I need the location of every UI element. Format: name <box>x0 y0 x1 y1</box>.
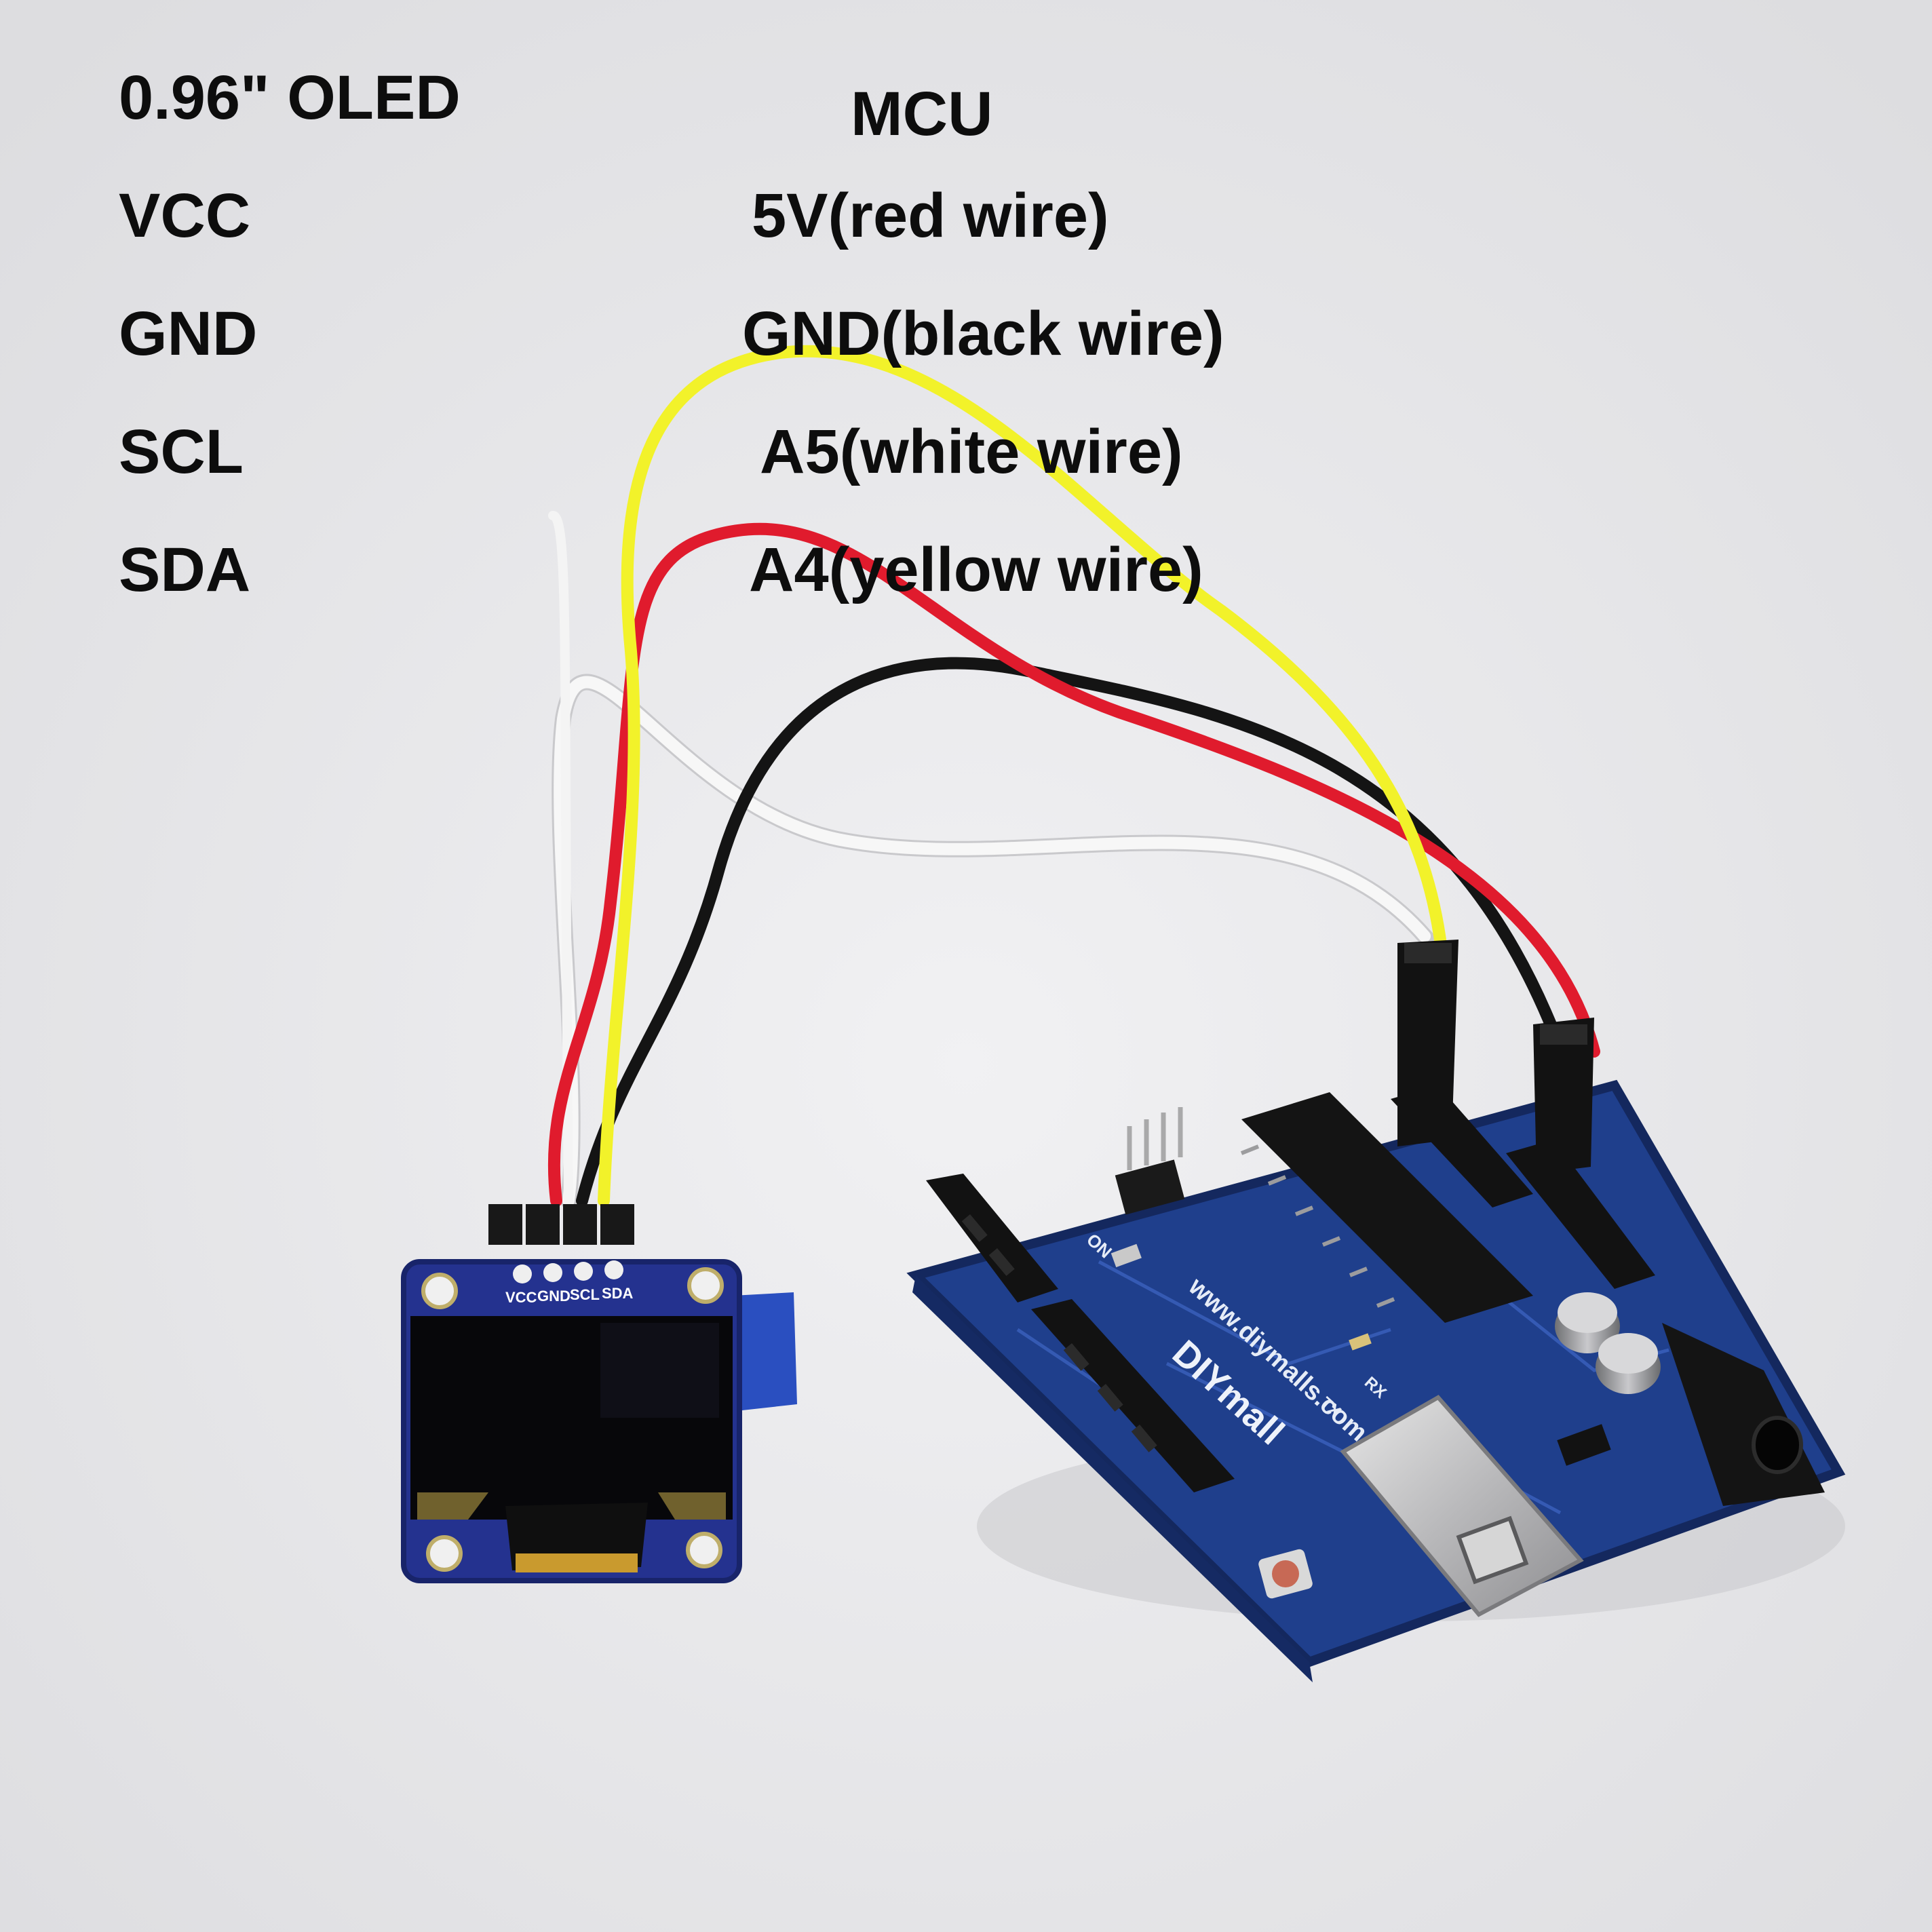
row-mcu-sda: A4(yellow wire) <box>749 535 1203 604</box>
mcu-dupont-connectors <box>1397 940 1594 1174</box>
wire-black <box>576 657 1560 1207</box>
usb-socket <box>1456 1515 1529 1585</box>
oled-header: 0.96" OLED <box>119 63 461 132</box>
board-edge <box>912 1275 1313 1682</box>
wire-yellow <box>598 345 1448 1207</box>
row-pin-sda: SDA <box>119 535 251 604</box>
oled-pin-sda: SDA <box>602 1285 634 1302</box>
oled-dupont-connectors <box>488 1204 634 1245</box>
oled-pin-vcc: VCC <box>505 1289 537 1306</box>
oled-pin-gnd: GND <box>537 1288 571 1305</box>
row-mcu-scl: A5(white wire) <box>760 417 1183 486</box>
oled-module: VCC GND SCL SDA <box>401 1204 797 1583</box>
header-digital-2 <box>1031 1299 1235 1492</box>
oled-protective-tab <box>733 1292 797 1411</box>
oled-pin-scl: SCL <box>570 1286 600 1303</box>
mcu-header: MCU <box>851 79 993 149</box>
row-pin-scl: SCL <box>119 417 244 486</box>
header-digital <box>926 1174 1058 1302</box>
row-mcu-vcc: 5V(red wire) <box>752 181 1109 250</box>
wire-red <box>547 522 1600 1207</box>
row-mcu-gnd: GND(black wire) <box>742 299 1224 368</box>
icsp-header <box>1115 1159 1185 1215</box>
mcu-chip <box>1241 1092 1533 1323</box>
wires <box>547 345 1600 1209</box>
row-pin-vcc: VCC <box>119 181 251 250</box>
header-analog <box>1506 1140 1655 1289</box>
row-pin-gnd: GND <box>119 299 258 368</box>
